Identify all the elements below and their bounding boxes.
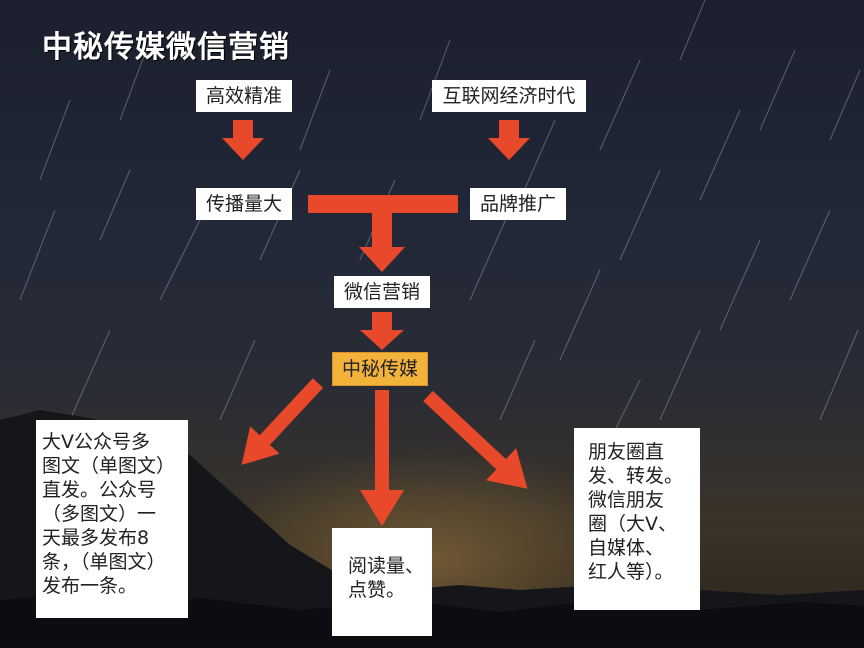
arrow-down-company [360, 312, 404, 350]
node-wechat-marketing: 微信营销 [334, 276, 430, 308]
page-title: 中秘传媒微信营销 [42, 30, 290, 65]
arrow-diagonal-left [241, 378, 324, 465]
arrow-down-precise [222, 120, 264, 160]
node-brand: 品牌推广 [470, 188, 566, 220]
flow-arrows [222, 120, 530, 526]
node-internet-economy: 互联网经济时代 [432, 80, 586, 112]
arrow-down-wechat [359, 213, 405, 272]
arrow-down-middle [360, 390, 404, 526]
output-right-text: 朋友圈直 发、转发。 微信朋友 圈（大V、 自媒体、 红人等）。 [574, 428, 700, 610]
merge-bar [308, 195, 458, 213]
node-company: 中秘传媒 [332, 352, 428, 386]
arrow-down-internet [488, 120, 530, 160]
output-middle-text: 阅读量、 点赞。 [332, 528, 432, 636]
node-spread: 传播量大 [196, 188, 292, 220]
arrow-diagonal-right [423, 390, 528, 489]
node-precise: 高效精准 [196, 80, 292, 112]
star-trails [19, 0, 861, 461]
output-left-text: 大V公众号多 图文（单图文） 直发。公众号 （多图文）一 天最多发布8 条，（单… [36, 420, 188, 618]
